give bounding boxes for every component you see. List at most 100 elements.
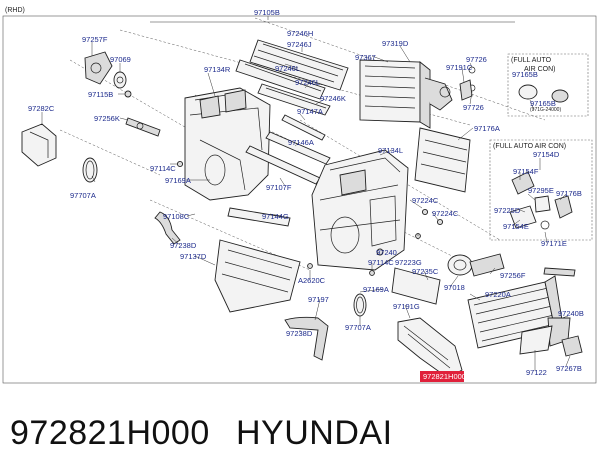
- part-97235C: [391, 267, 441, 305]
- variant-label: (RHD): [5, 7, 25, 14]
- label-97108C: 97108C: [163, 212, 190, 221]
- label-97295E: 97295E: [528, 186, 554, 195]
- part-97146A-seal: [265, 131, 331, 165]
- part-97257F-actuator: [84, 51, 113, 85]
- highlight-label: 972821H000: [423, 372, 466, 381]
- label-97191C: 97191C: [446, 63, 473, 72]
- part-97224C-screw-1: [421, 208, 429, 216]
- label-97144G: 97144G: [262, 212, 289, 221]
- label-97169A-1: 97169A: [165, 176, 191, 185]
- bottom-caption: 972821H000 HYUNDAI: [10, 414, 393, 452]
- part-97107F-seal: [245, 145, 321, 185]
- label-97707A-2: 97707A: [345, 323, 371, 332]
- label-97115B: 97115B: [88, 90, 113, 99]
- label-97176B: 97176B: [556, 189, 582, 198]
- part-97256F-rod: [543, 267, 576, 277]
- part-A2620C-screw: [307, 263, 313, 269]
- label-97134L: 97134L: [378, 146, 403, 155]
- part-97134R-case: [184, 87, 271, 201]
- label-97707A-1: 97707A: [70, 191, 96, 200]
- svg-text:(FULL AUTO: (FULL AUTO: [511, 57, 552, 64]
- label-97726-1: 97726: [466, 55, 487, 64]
- label-97240B: 97240B: [558, 309, 584, 318]
- label-97114C-2: 97114C: [368, 258, 394, 267]
- svg-text:AIR CON): AIR CON): [524, 66, 556, 73]
- label-97105B: 97105B: [254, 8, 280, 17]
- part-97282C-duct: [21, 123, 57, 167]
- part-labels: 97105B 97257F 97246H 97246J 97069 97134R…: [28, 8, 584, 377]
- label-97165B-2: 97165B: [530, 99, 556, 108]
- highlight-fill: [420, 371, 464, 382]
- part-97114C-screw: [176, 160, 184, 168]
- label-97319D: 97319D: [382, 39, 409, 48]
- svg-text:(FULL AUTO AIR CON): (FULL AUTO AIR CON): [493, 143, 566, 150]
- label-97165B-1: 97165B: [512, 70, 538, 79]
- label-97220A: 97220A: [485, 290, 511, 299]
- label-97256K: 97256K: [94, 114, 120, 123]
- part-97069: [113, 71, 127, 89]
- label-97246H: 97246H: [287, 29, 313, 38]
- part-97105B-leader: [150, 16, 515, 23]
- label-97176A: 97176A: [474, 124, 500, 133]
- label-97154D: 97154D: [533, 150, 560, 159]
- label-97726-2: 97726: [463, 103, 484, 112]
- label-97246J: 97246J: [287, 40, 312, 49]
- label-97240: 97240: [376, 248, 397, 257]
- part-97197-hose: [284, 316, 329, 361]
- part-97191G-duct: [397, 317, 463, 379]
- label-97257F: 97257F: [82, 35, 108, 44]
- label-97246L-1: 97246L: [275, 64, 300, 73]
- part-97176A-filter: [414, 127, 471, 193]
- label-97069: 97069: [110, 55, 131, 64]
- label-97018: 97018: [444, 283, 465, 292]
- label-97171E: 97171E: [541, 239, 567, 248]
- label-97134R: 97134R: [204, 65, 231, 74]
- label-97223G: 97223G: [395, 258, 422, 267]
- label-97197: 97197: [308, 295, 329, 304]
- label-97137D: 97137D: [180, 252, 207, 261]
- label-97107F: 97107F: [266, 183, 292, 192]
- part-97224C-screw-2: [436, 218, 444, 226]
- label-97256F: 97256F: [500, 271, 526, 280]
- part-97319D-pipes: [424, 77, 453, 111]
- caption-part-number: 972821H000: [10, 414, 210, 452]
- label-97246K: 97246K: [320, 94, 346, 103]
- label-A2620C: A2620C: [298, 276, 326, 285]
- leader-lines: [41, 42, 571, 371]
- label-97154F: 97154F: [513, 167, 539, 176]
- label-97224C-1: 97224C: [412, 196, 439, 205]
- full-auto-box-1: (FULL AUTO AIR CON) (971G-24000): [507, 53, 589, 117]
- part-97147A-seal: [281, 114, 326, 141]
- part-97707A-ring-2: [353, 293, 367, 317]
- label-97147A: 97147A: [297, 107, 323, 116]
- part-97256F: [469, 253, 505, 277]
- label-97225D: 97225D: [494, 206, 521, 215]
- part-97191C: [459, 79, 473, 101]
- part-97137D-tray: [214, 239, 301, 313]
- label-97224C-2: 97224C: [432, 209, 459, 218]
- part-97144G-seal: [227, 207, 291, 227]
- part-97367-core: [359, 59, 431, 129]
- label-97169A-2: 97169A: [363, 285, 389, 294]
- label-97246L-2: 97246L: [295, 78, 320, 87]
- part-97108C-hose: [154, 211, 181, 245]
- label-97282C: 97282C: [28, 104, 55, 113]
- part-97134L-case: [311, 149, 409, 271]
- part-97115B-screw: [124, 90, 132, 98]
- label-97367: 97367: [355, 53, 376, 62]
- highlighted-part-box: 972821H000: [420, 371, 466, 382]
- part-97018-motor: [447, 254, 473, 276]
- part-97256K-link: [125, 117, 161, 137]
- label-97238D-2: 97238D: [286, 329, 313, 338]
- label-97238D-1: 97238D: [170, 241, 197, 250]
- diagram-frame: [2, 15, 597, 384]
- label-97191G: 97191G: [393, 302, 420, 311]
- label-97235C: 97235C: [412, 267, 439, 276]
- caption-brand: HYUNDAI: [236, 414, 393, 452]
- part-97267B: [561, 335, 583, 357]
- part-97114C-screw-2: [369, 270, 375, 276]
- svg-text:(971G-24000): (971G-24000): [530, 107, 561, 113]
- label-97267B: 97267B: [556, 364, 582, 373]
- label-97122: 97122: [526, 368, 547, 377]
